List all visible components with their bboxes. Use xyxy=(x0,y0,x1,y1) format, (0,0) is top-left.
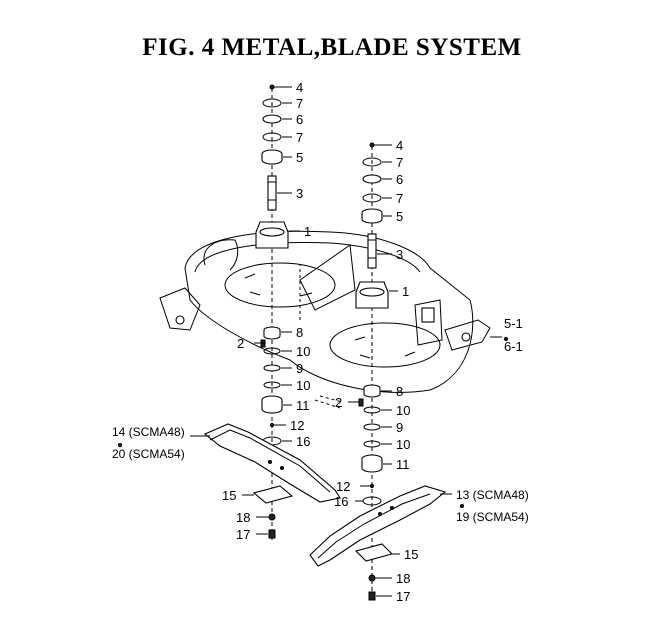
callout-left-10a: 10 xyxy=(296,344,310,359)
callout-left-15: 15 xyxy=(222,488,236,503)
callout-left-10b: 10 xyxy=(296,378,310,393)
mower-deck xyxy=(159,230,491,409)
callout-labels-right: 4 7 6 7 5 3 1 8 2 10 9 10 11 12 16 15 18… xyxy=(334,138,418,604)
left-spindle-stack xyxy=(252,84,294,540)
callout-right-10a: 10 xyxy=(396,403,410,418)
callout-right-6: 6 xyxy=(396,172,403,187)
callout-left-17: 17 xyxy=(236,527,250,542)
snap-ring-part xyxy=(262,98,282,108)
callout-right-5: 5 xyxy=(396,209,403,224)
leader-lines xyxy=(190,86,502,597)
blade-hub-part xyxy=(261,395,283,414)
callout-blade-right-54: 19 (SCMA54) xyxy=(456,510,529,524)
callout-right-15: 15 xyxy=(404,547,418,562)
callout-labels-other: 5-1 6-1 14 (SCMA48) 20 (SCMA54) 13 (SCMA… xyxy=(112,316,529,524)
callout-left-6: 6 xyxy=(296,112,303,127)
callout-right-2: 2 xyxy=(335,395,342,410)
callout-right-4: 4 xyxy=(396,138,403,153)
callout-right-3: 3 xyxy=(396,247,403,262)
callout-blade-left-54: 20 (SCMA54) xyxy=(112,447,185,461)
left-blade xyxy=(203,423,341,503)
callout-left-3: 3 xyxy=(296,186,303,201)
callout-right-10b: 10 xyxy=(396,437,410,452)
callout-left-16: 16 xyxy=(296,434,310,449)
callout-right-11: 11 xyxy=(396,457,410,472)
callout-bracket-5-1: 5-1 xyxy=(504,316,523,331)
figure-title: FIG. 4 METAL,BLADE SYSTEM xyxy=(142,34,522,61)
callout-left-11: 11 xyxy=(296,398,310,413)
callout-right-1: 1 xyxy=(402,284,409,299)
callout-left-8: 8 xyxy=(296,325,303,340)
callout-right-16: 16 xyxy=(334,494,348,509)
callout-left-9: 9 xyxy=(296,361,303,376)
callout-left-4: 4 xyxy=(296,80,303,95)
grease-fitting-part xyxy=(269,84,275,90)
callout-left-7a: 7 xyxy=(296,96,303,111)
callout-right-17: 17 xyxy=(396,589,410,604)
spindle-shaft-part xyxy=(267,175,277,211)
callout-left-1: 1 xyxy=(304,224,311,239)
bearing-part xyxy=(261,149,283,165)
callout-right-7b: 7 xyxy=(396,191,403,206)
callout-left-5: 5 xyxy=(296,150,303,165)
callout-blade-right-48: 13 (SCMA48) xyxy=(456,488,529,502)
callout-right-18: 18 xyxy=(396,571,410,586)
seal-part xyxy=(262,114,282,124)
callout-left-12: 12 xyxy=(290,418,304,433)
callout-right-12: 12 xyxy=(336,479,350,494)
callout-blade-left-48: 14 (SCMA48) xyxy=(112,425,185,439)
callout-right-8: 8 xyxy=(396,384,403,399)
callout-labels-left: 4 7 6 7 5 3 1 8 2 10 9 10 11 12 16 15 18… xyxy=(222,80,311,542)
right-blade xyxy=(309,485,447,567)
callout-bracket-6-1: 6-1 xyxy=(504,339,523,354)
callout-right-9: 9 xyxy=(396,420,403,435)
callout-right-7a: 7 xyxy=(396,155,403,170)
callout-left-7b: 7 xyxy=(296,130,303,145)
callout-left-18: 18 xyxy=(236,510,250,525)
callout-left-2: 2 xyxy=(237,336,244,351)
